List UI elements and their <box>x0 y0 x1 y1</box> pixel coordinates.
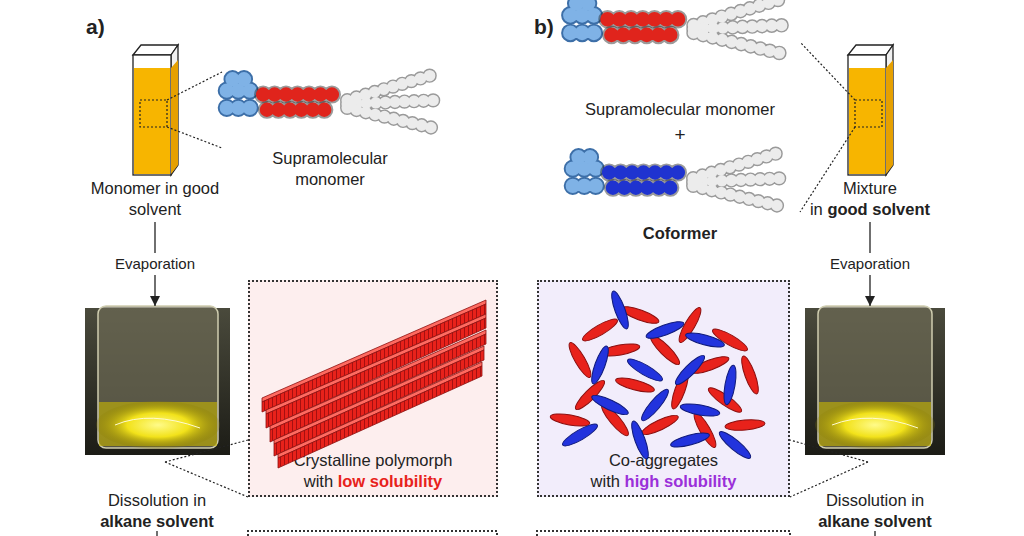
cuvette-node: Monomer in good solvent <box>80 40 230 220</box>
vial-photo <box>805 306 945 455</box>
node-text: Dissolution in <box>82 490 232 511</box>
photo-node: Dissolution inalkane solvent <box>82 308 232 532</box>
edge-label: Evaporation <box>826 253 914 275</box>
node-text: good solvent <box>827 200 930 218</box>
cuvette-node: Mixturein good solvent <box>795 40 945 220</box>
molecule <box>573 151 783 206</box>
panel-label: a) <box>86 16 126 37</box>
molecule <box>227 73 437 128</box>
photo-node: Dissolution inalkane solvent <box>800 308 950 532</box>
node-text: with <box>591 472 620 490</box>
molecule <box>570 0 785 54</box>
result-box: Crystalline polymorphwith low solubility <box>248 280 498 497</box>
text-label: Supramolecular monomer <box>555 99 805 120</box>
node-text: high solubility <box>625 472 737 490</box>
arrow-head <box>150 296 160 306</box>
node-text: Dissolution in <box>800 490 950 511</box>
panel-label: b) <box>534 16 574 37</box>
node-text: with <box>304 472 333 490</box>
text-label: Coformer <box>555 223 805 244</box>
node-text: alkane solvent <box>82 511 232 532</box>
node-text: Monomer in good solvent <box>80 178 230 220</box>
vial-photo <box>85 306 230 455</box>
node-text: in <box>810 200 823 218</box>
node-text: Mixture <box>795 178 945 199</box>
node-text: low solubility <box>338 472 443 490</box>
text-label: + <box>555 124 805 145</box>
text-label: Supramolecular monomer <box>260 148 400 190</box>
cuvette <box>133 45 178 175</box>
cuvette <box>848 45 893 175</box>
edge-label: Evaporation <box>111 253 199 275</box>
result-box: Co-aggregateswith high solubility <box>537 280 790 497</box>
node-text: Crystalline polymorph <box>253 450 493 471</box>
node-text: alkane solvent <box>800 511 950 532</box>
node-text: Co-aggregates <box>544 450 784 471</box>
arrow-head <box>865 296 875 306</box>
